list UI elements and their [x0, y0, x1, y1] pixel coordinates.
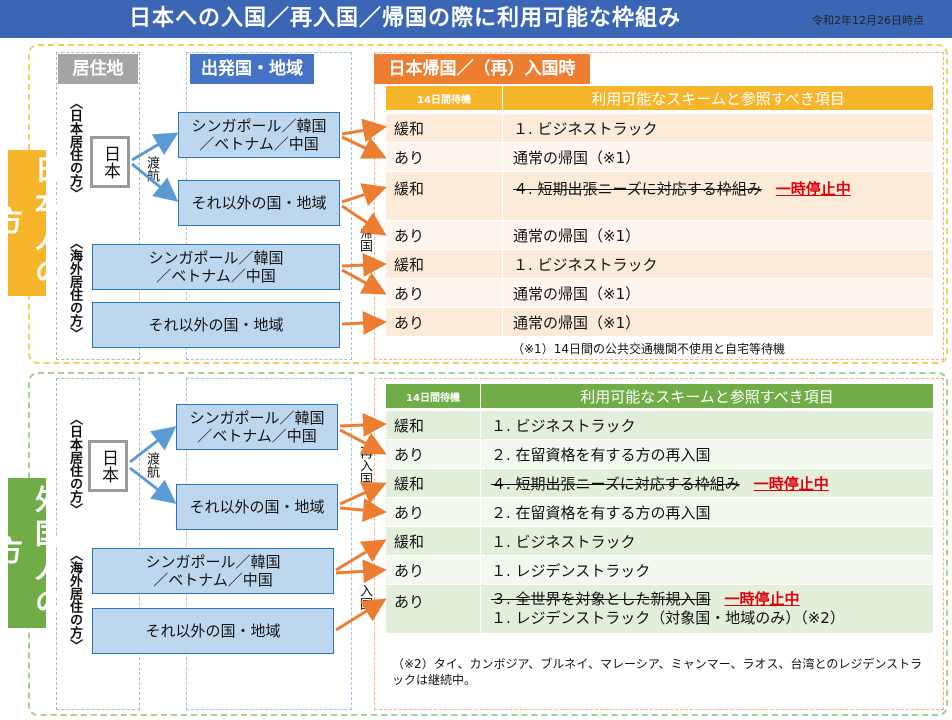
note-2: （※2）タイ、カンボジア、ブルネイ、マレーシア、ミャンマー、ラオス、台湾とのレジ… [392, 657, 923, 687]
jp-table-header-wait: 14日間待機 [386, 86, 502, 110]
arrow [335, 598, 387, 632]
page-title: 日本への入国／再入国／帰国の際に利用可能な枠組み [128, 6, 681, 31]
arrow [341, 183, 387, 207]
table-cell-wait: あり [386, 498, 480, 526]
arrow-jp-to-country-a [131, 132, 179, 162]
arrow [339, 428, 387, 455]
arrow [341, 204, 387, 236]
arrow-jp-to-country-a [129, 426, 177, 464]
table-cell-scheme: ４. 短期出張ニーズに対応する枠組み一時停止中 [503, 172, 933, 220]
japan-origin-box: 日本 [88, 440, 128, 492]
table-cell-scheme: ３. 全世界を対象とした新規入国一時停止中 １. レジデンストラック（対象国・地… [481, 585, 933, 633]
departure-column-frame-fr [186, 378, 352, 710]
country-box-sk-vn-cn: シンガポール／韓国 ／ベトナム／中国 [176, 404, 338, 450]
table-cell-wait: 緩和 [386, 172, 502, 220]
arrow [335, 539, 387, 572]
departure-header: 出発国・地域 [190, 54, 314, 84]
suspended-scheme: ３. 全世界を対象とした新規入国 [491, 590, 711, 608]
suspended-badge: 一時停止中 [724, 590, 800, 608]
country-box-other-overseas: それ以外の国・地域 [92, 302, 340, 348]
residence-column-frame-fr [56, 378, 140, 710]
table-cell-scheme: 通常の帰国（※1） [503, 279, 933, 307]
arrow-jp-to-country-b [131, 162, 179, 202]
arrow [341, 311, 387, 335]
table-cell-wait: あり [386, 221, 502, 249]
country-box-sk-vn-cn: シンガポール／韓国 ／ベトナム／中国 [178, 112, 340, 158]
suspended-scheme: ４. 短期出張ニーズに対応する枠組み [491, 474, 740, 493]
overseas-residence-bracket: 〈海外居住の方〉 [67, 236, 82, 340]
arrow [341, 253, 387, 277]
scheme-line: ３. 全世界を対象とした新規入国一時停止中 [491, 590, 933, 609]
suspended-badge: 一時停止中 [775, 180, 851, 198]
fr-table-header-wait: 14日間待機 [386, 384, 480, 408]
table-cell-scheme: 通常の帰国（※1） [503, 143, 933, 171]
table-cell-wait: あり [386, 308, 502, 336]
title-bar [0, 0, 952, 38]
table-cell-scheme: ２. 在留資格を有する方の再入国 [481, 498, 933, 526]
table-cell-scheme: １. ビジネストラック [503, 250, 933, 278]
table-cell-scheme: 通常の帰国（※1） [503, 308, 933, 336]
as-of-date: 令和2年12月26日時点 [812, 14, 924, 27]
travel-label: 渡航 [144, 452, 159, 478]
table-cell-wait: 緩和 [386, 250, 502, 278]
table-cell-wait: 緩和 [386, 411, 480, 439]
jp-table-header-scheme: 利用可能なスキームと参照すべき項目 [503, 86, 933, 110]
country-box-other: それ以外の国・地域 [178, 180, 340, 226]
fr-table-header-scheme: 利用可能なスキームと参照すべき項目 [481, 384, 933, 408]
residence-header: 居住地 [58, 54, 138, 84]
arrow [341, 135, 387, 159]
country-box-sk-vn-cn-overseas: シンガポール／韓国 ／ベトナム／中国 [92, 244, 340, 290]
residence-column-frame-jp [56, 52, 140, 360]
overseas-residence-bracket: 〈海外居住の方〉 [67, 548, 82, 652]
arrow [339, 498, 387, 523]
table-cell-scheme: ４. 短期出張ニーズに対応する枠組み一時停止中 [481, 469, 933, 497]
japan-residence-bracket: 〈日本居住の方〉 [67, 412, 82, 516]
country-box-other: それ以外の国・地域 [176, 484, 338, 530]
country-box-other-overseas: それ以外の国・地域 [92, 608, 334, 654]
suspended-badge: 一時停止中 [753, 474, 829, 493]
table-cell-wait: あり [386, 585, 480, 633]
table-cell-wait: あり [386, 556, 480, 584]
entry-header: 日本帰国／（再）入国時 [374, 54, 590, 84]
table-cell-scheme: １. ビジネストラック [481, 411, 933, 439]
table-cell-scheme: 通常の帰国（※1） [503, 221, 933, 249]
note-1: （※1）14日間の公共交通機関不使用と自宅等待機 [512, 342, 785, 356]
arrow [341, 268, 387, 295]
table-cell-scheme: １. ビジネストラック [503, 114, 933, 142]
table-cell-scheme: ２. 在留資格を有する方の再入国 [481, 440, 933, 468]
suspended-scheme: ４. 短期出張ニーズに対応する枠組み [513, 180, 762, 198]
arrow [339, 412, 387, 437]
table-cell-wait: あり [386, 143, 502, 171]
reentry-label: 再入国 [357, 446, 372, 485]
arrow-jp-to-country-b [129, 466, 177, 504]
table-cell-wait: あり [386, 279, 502, 307]
arrow [339, 481, 387, 506]
scheme-line-2: １. レジデンストラック（対象国・地域のみ）（※2） [491, 609, 845, 627]
table-cell-scheme: １. ビジネストラック [481, 527, 933, 555]
table-cell-wait: あり [386, 440, 480, 468]
country-box-sk-vn-cn-overseas: シンガポール／韓国 ／ベトナム／中国 [92, 548, 334, 594]
table-cell-wait: 緩和 [386, 527, 480, 555]
table-cell-wait: 緩和 [386, 469, 480, 497]
arrow [341, 118, 387, 143]
japan-residence-bracket: 〈日本居住の方〉 [67, 96, 82, 200]
japan-origin-box: 日本 [90, 136, 130, 188]
arrow [335, 559, 387, 584]
table-cell-wait: 緩和 [386, 114, 502, 142]
table-cell-scheme: １. レジデンストラック [481, 556, 933, 584]
